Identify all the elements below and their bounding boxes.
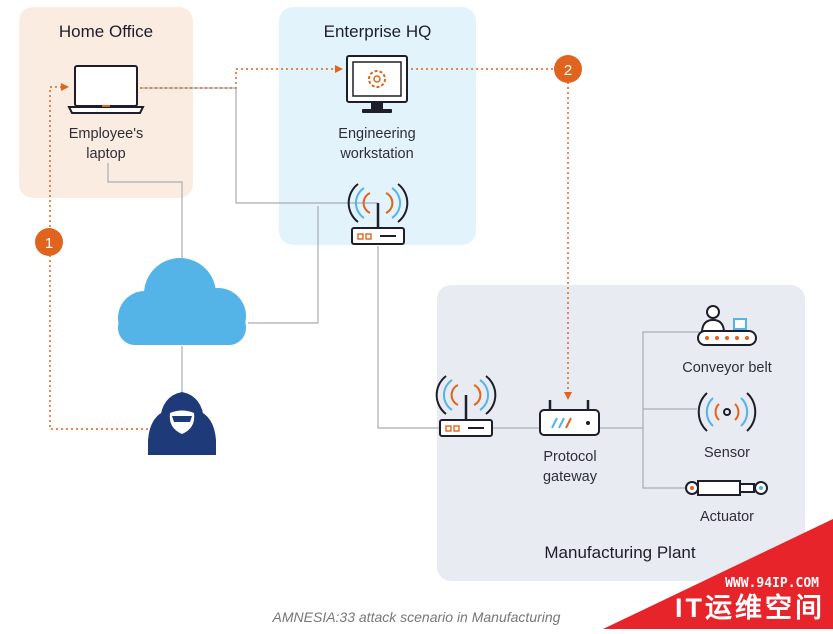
link-cloud-hq xyxy=(248,206,319,324)
attack-path-step-2 xyxy=(411,68,569,393)
attack-path-step-1 xyxy=(49,86,148,430)
link-hub-devices xyxy=(642,331,706,489)
arrowhead-laptop xyxy=(61,83,69,91)
gateway-icon xyxy=(539,400,600,436)
attack-arrowheads xyxy=(61,65,572,400)
attack-path xyxy=(49,68,569,430)
link-hq-plant xyxy=(377,246,440,429)
watermark: WWW.94IP.COM IT运维空间 xyxy=(603,519,833,629)
manufacturing-plant-title: Manufacturing Plant xyxy=(544,543,696,562)
home-office-title: Home Office xyxy=(58,22,154,41)
svg-text:1: 1 xyxy=(45,235,53,252)
conveyor-label: Conveyor belt xyxy=(682,360,772,376)
sensor-label: Sensor xyxy=(704,445,750,461)
svg-text:2: 2 xyxy=(564,62,572,79)
step-badge-2: 2 xyxy=(554,55,582,83)
watermark-url: WWW.94IP.COM xyxy=(725,576,819,591)
router-icon xyxy=(347,183,409,245)
enterprise-hq-title: Enterprise HQ xyxy=(323,22,432,41)
arrowhead-workstation xyxy=(335,65,343,73)
laptop-icon xyxy=(67,65,145,114)
step-badge-1: 1 xyxy=(35,228,63,256)
figure-caption: AMNESIA:33 attack scenario in Manufactur… xyxy=(272,609,561,625)
attack-path-to-workstation xyxy=(140,68,337,89)
router-icon xyxy=(435,375,497,437)
link-laptop-cloud xyxy=(107,163,183,258)
actuator-label: Actuator xyxy=(700,509,754,525)
laptop-label: Employee's laptop xyxy=(68,126,144,162)
arrowhead-gateway xyxy=(564,392,572,400)
network-links xyxy=(107,87,706,489)
actuator-icon xyxy=(685,480,768,496)
watermark-name: IT运维空间 xyxy=(675,593,825,623)
conveyor-icon xyxy=(697,305,757,346)
watermark-banner xyxy=(603,519,833,629)
gateway-label: Protocol gateway xyxy=(542,449,597,485)
sensor-icon xyxy=(697,392,757,432)
workstation-icon xyxy=(346,55,408,113)
workstation-label: Engineering workstation xyxy=(338,126,416,162)
link-laptop-hq xyxy=(140,87,378,204)
cloud-icon xyxy=(118,258,246,345)
hacker-icon xyxy=(148,392,216,455)
